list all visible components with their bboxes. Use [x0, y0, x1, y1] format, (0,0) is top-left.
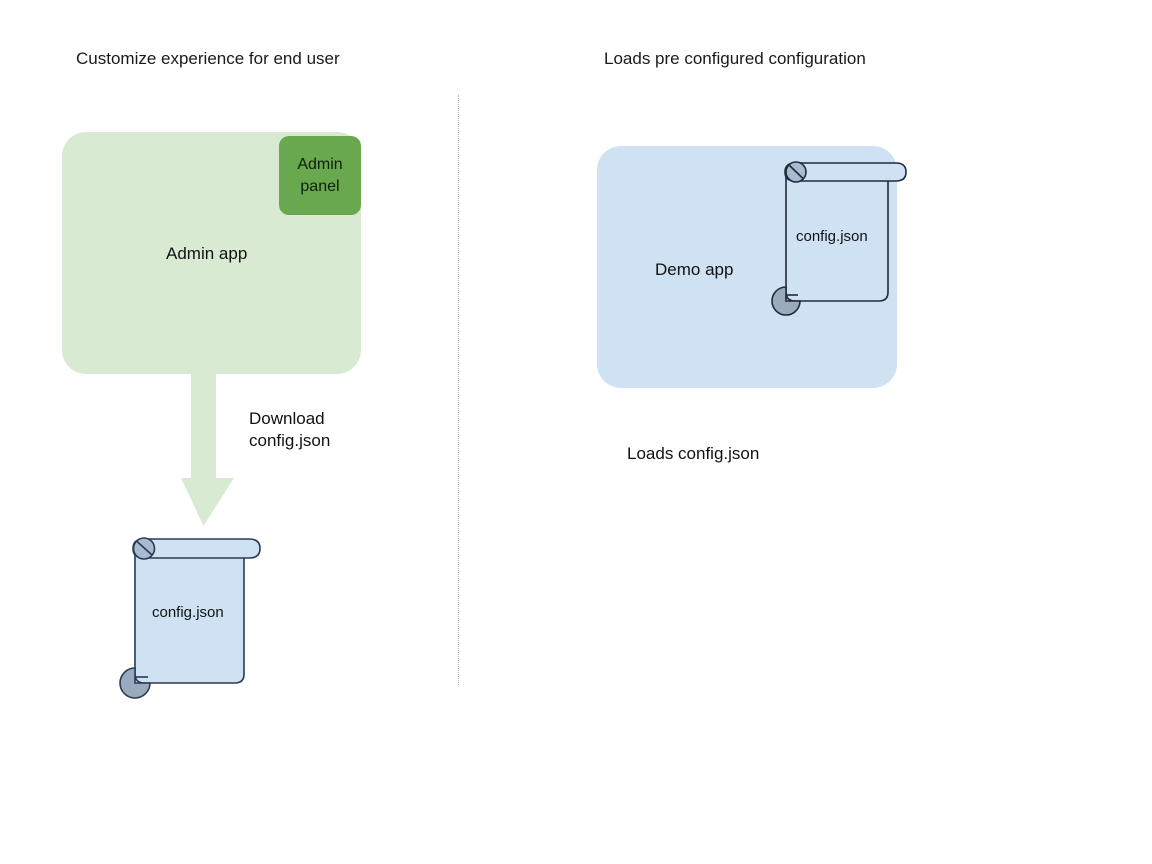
demo-app-label: Demo app — [655, 260, 734, 279]
vertical-dotted-divider — [458, 95, 459, 685]
download-arrow-icon — [180, 370, 236, 528]
admin-app-label: Admin app — [166, 244, 248, 263]
loads-config-caption: Loads config.json — [627, 444, 760, 463]
admin-panel-badge[interactable]: Admin panel — [279, 136, 361, 215]
download-arrow-label: Download config.json — [249, 409, 331, 450]
config-json-document-right — [771, 152, 922, 316]
config-json-label-left: config.json — [152, 604, 224, 621]
config-json-label-right: config.json — [796, 228, 868, 245]
config-json-document-left — [118, 527, 268, 699]
section-title-left: Customize experience for end user — [76, 49, 340, 68]
section-title-right: Loads pre configured configuration — [604, 49, 866, 68]
admin-panel-badge-label: Admin panel — [297, 155, 343, 195]
